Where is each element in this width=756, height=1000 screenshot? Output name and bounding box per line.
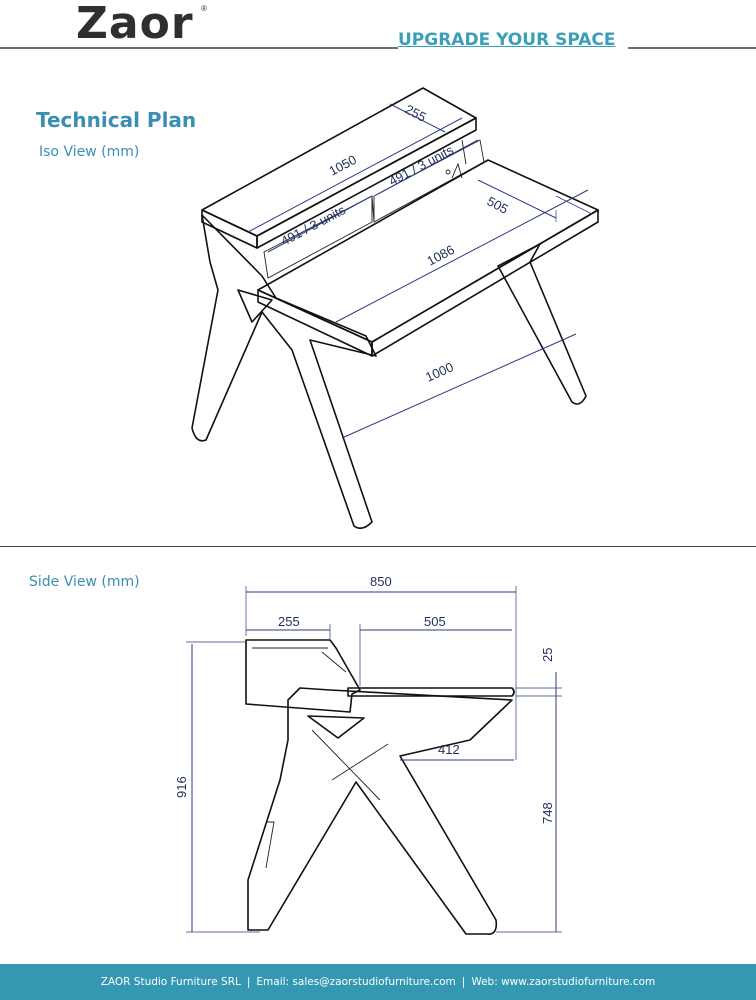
page-title: Technical Plan — [36, 108, 197, 132]
dim-overall-depth: 850 — [370, 574, 392, 589]
tagline: UPGRADE YOUR SPACE — [398, 30, 616, 50]
dim-side-desk-depth: 505 — [424, 614, 446, 629]
left-leg — [191, 214, 377, 530]
hutch — [201, 87, 485, 279]
side-view-label: Side View (mm) — [29, 574, 140, 590]
dim-top-shelf-depth: 255 — [278, 614, 300, 629]
dim-overall-height: 916 — [174, 776, 189, 798]
iso-view-label: Iso View (mm) — [39, 144, 140, 160]
side-dimensions — [186, 586, 562, 933]
dim-knee-depth: 412 — [438, 742, 460, 757]
zaor-logo: Zaor — [76, 0, 194, 49]
trademark-symbol: ® — [201, 4, 207, 13]
side-view-drawing: 850 255 505 25 412 916 748 — [174, 574, 562, 936]
iso-view-drawing: 255 1050 491 / 3 units 491 / 3 units 505… — [191, 87, 599, 530]
footer-company: ZAOR Studio Furniture SRL — [100, 976, 241, 988]
header-rule-right — [628, 47, 756, 49]
footer-bar: ZAOR Studio Furniture SRL | Email: sales… — [0, 964, 756, 1000]
footer-separator: | — [246, 976, 251, 988]
footer-separator-2: | — [461, 976, 466, 988]
footer-email[interactable]: Email: sales@zaorstudiofurniture.com — [256, 976, 456, 988]
iso-dimensions — [247, 103, 593, 439]
desk-top — [257, 159, 599, 357]
header-rule-left — [0, 47, 398, 49]
dim-desk-height: 748 — [540, 802, 555, 824]
footer-web[interactable]: Web: www.zaorstudiofurniture.com — [471, 976, 656, 988]
dim-desk-thickness: 25 — [540, 648, 555, 662]
side-leg-frame — [247, 651, 513, 936]
side-desk-board — [347, 687, 515, 697]
side-hutch — [245, 639, 361, 713]
section-divider — [0, 546, 756, 547]
right-leg — [497, 243, 587, 405]
